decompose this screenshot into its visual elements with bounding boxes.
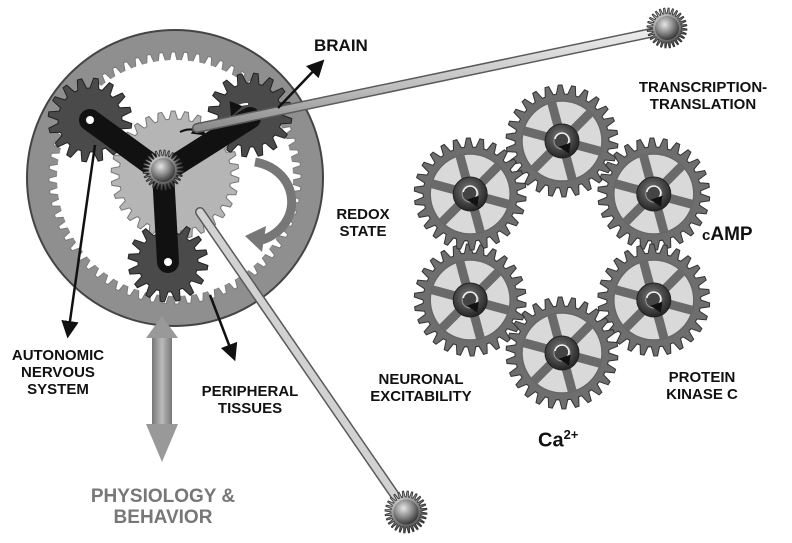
label-transcription-translation: TRANSCRIPTION- TRANSLATION: [638, 79, 768, 113]
label-calcium-main: Ca: [538, 429, 564, 452]
arm-pin-left: [86, 116, 94, 124]
cog-3: [597, 243, 711, 357]
center-knob: [142, 149, 184, 191]
label-arrows: [61, 59, 325, 362]
cog-rotation-arrow-icon: [554, 132, 571, 154]
cog-4: [505, 296, 619, 410]
label-brain: BRAIN: [314, 36, 368, 55]
feedback-curve-arrow-icon: [253, 157, 297, 245]
right-gear-rotation-arrow-icon: [229, 101, 249, 117]
arrow-to-brain: [277, 59, 325, 109]
label-calcium: Ca2+: [538, 427, 579, 452]
label-camp-prefix: c: [702, 227, 711, 244]
cog-1: [505, 84, 619, 198]
physiology-double-arrow: [146, 316, 178, 462]
cog-rotation-arrow-icon: [462, 291, 479, 313]
label-camp: cAMP: [702, 224, 753, 245]
label-peripheral-tissues: PERIPHERAL TISSUES: [201, 383, 299, 417]
top-right-knob: [646, 7, 688, 49]
rod-top-highlight: [193, 26, 669, 132]
cog-rotation-arrow-icon: [462, 185, 479, 207]
bottom-knob: [384, 490, 428, 534]
label-autonomic-nervous-system: AUTONOMIC NERVOUS SYSTEM: [11, 347, 105, 398]
cog-rotation-arrow-icon: [646, 291, 663, 313]
label-protein-kinase-c: PROTEIN KINASE C: [666, 369, 738, 403]
label-redox-state: REDOX STATE: [336, 206, 390, 240]
cog-rotation-arrow-icon: [554, 344, 571, 366]
arm-pin-bottom: [164, 258, 172, 266]
label-neuronal-excitability: NEURONAL EXCITABILITY: [370, 371, 472, 405]
rod-bottom-highlight: [196, 208, 409, 514]
center-rotation-arrow-icon: [179, 121, 207, 136]
feedback-arrow-head-icon: [245, 226, 266, 252]
cog-6: [413, 137, 527, 251]
cog-5: [413, 243, 527, 357]
label-calcium-sup: 2+: [563, 427, 579, 442]
cog-rotation-arrow-icon: [646, 185, 663, 207]
arrow-to-peripheral: [208, 294, 238, 362]
arrow-to-autonomic: [61, 144, 97, 339]
cellular-cog-cluster: [413, 84, 711, 410]
cog-2: [597, 137, 711, 251]
label-camp-main: AMP: [710, 224, 753, 245]
label-physiology-behavior: PHYSIOLOGY & BEHAVIOR: [90, 486, 236, 529]
